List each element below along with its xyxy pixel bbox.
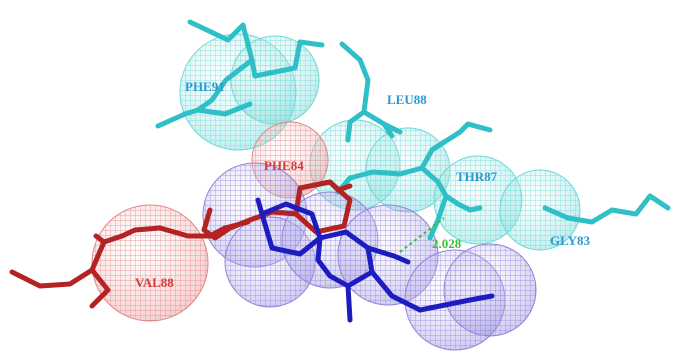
leu88-residue-b	[345, 109, 367, 143]
thr87-residue-c	[429, 139, 447, 153]
ligand	[255, 197, 495, 323]
blue-sphere-6	[443, 243, 537, 337]
phe91-residue	[187, 19, 325, 79]
label-phe91: PHE91	[185, 79, 225, 94]
residue-labels: PHE91 LEU88 PHE84 THR87 GLY83 VAL88 2.02…	[135, 79, 590, 290]
ligand-tail	[345, 283, 353, 323]
thr87-residue-d	[427, 193, 449, 241]
phe91-residue-c	[195, 101, 253, 117]
label-gly83: GLY83	[550, 233, 590, 248]
phe91-residue-b	[155, 57, 255, 129]
label-leu88: LEU88	[387, 92, 427, 107]
val88-residue-c	[93, 233, 107, 245]
red-sphere-val88	[91, 204, 209, 322]
phe84-residue-b	[327, 179, 353, 193]
thr87-residue-b	[419, 165, 483, 213]
leu88-residue-c	[381, 121, 395, 139]
cyan-sphere-thr87	[433, 155, 523, 245]
cyan-residues	[155, 19, 671, 241]
cyan-sphere-phe91-b	[230, 35, 320, 125]
val88-residue	[9, 233, 125, 289]
label-hbond-distance: 2.028	[432, 236, 462, 251]
label-thr87: THR87	[456, 169, 498, 184]
label-val88: VAL88	[135, 275, 174, 290]
label-phe84: PHE84	[264, 158, 304, 173]
val88-residue-b	[89, 267, 111, 309]
red-residues	[9, 179, 353, 309]
ligand-tail-b	[369, 269, 495, 313]
ligand-top	[255, 197, 265, 217]
ligand-chain	[365, 245, 411, 265]
val88-residue-d	[119, 219, 251, 239]
ligand-ring-imidazole	[315, 229, 375, 289]
cyan-sphere-gly83	[499, 169, 581, 251]
gly83-residue	[542, 193, 671, 225]
